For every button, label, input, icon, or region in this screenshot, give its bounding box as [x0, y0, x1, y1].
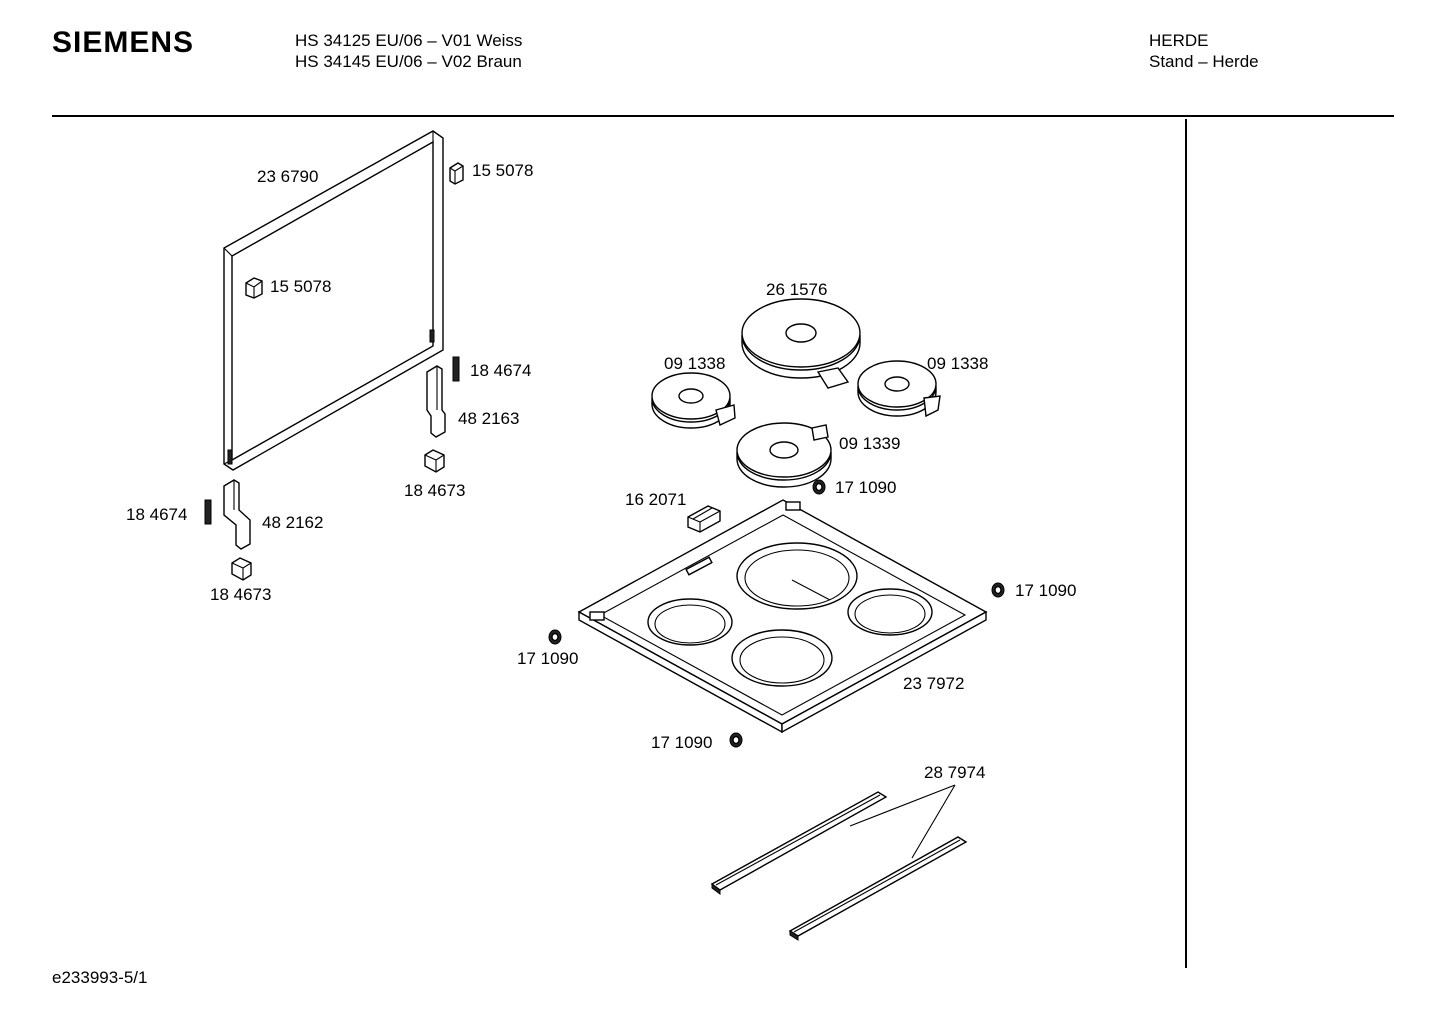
label-part-184673-right: 18 4673 — [404, 481, 466, 500]
rail-leader-lines — [849, 784, 956, 859]
model-line-2: HS 34145 EU/06 – V02 Braun — [295, 52, 522, 71]
label-part-237972: 23 7972 — [903, 674, 965, 693]
category-line-1: HERDE — [1149, 31, 1209, 50]
hotplate-small-left-part — [651, 372, 736, 429]
label-part-171090-bottom: 17 1090 — [651, 733, 713, 752]
label-part-091339: 09 1339 — [839, 434, 901, 453]
label-part-171090-left: 17 1090 — [517, 649, 579, 668]
label-part-162071: 16 2071 — [625, 490, 687, 509]
grommet-part-left — [548, 629, 562, 645]
label-part-171090-top: 17 1090 — [835, 478, 897, 497]
label-part-155078-top: 15 5078 — [472, 161, 534, 180]
grommet-part-right — [991, 582, 1005, 598]
label-part-171090-right: 17 1090 — [1015, 581, 1077, 600]
hotplate-large-part — [741, 298, 861, 389]
connector-part — [687, 505, 721, 533]
label-part-287974: 28 7974 — [924, 763, 986, 782]
clip-part-top — [449, 162, 464, 185]
header-divider — [52, 115, 1394, 117]
label-part-261576: 26 1576 — [766, 280, 828, 299]
hinge-part-right — [424, 356, 460, 473]
cover-frame-part — [223, 130, 444, 471]
grommet-part-bottom — [729, 732, 743, 748]
hotplate-small-right-part — [857, 360, 941, 418]
label-part-236790: 23 6790 — [257, 167, 319, 186]
label-part-482162: 48 2162 — [262, 513, 324, 532]
label-part-091338-right: 09 1338 — [927, 354, 989, 373]
rail-part-lower — [788, 836, 968, 941]
label-part-184674-right: 18 4674 — [470, 361, 532, 380]
grommet-part-top — [812, 479, 826, 495]
hotplate-medium-part — [736, 422, 832, 488]
drawing-id: e233993-5/1 — [52, 968, 148, 987]
side-divider — [1185, 119, 1187, 968]
clip-part-mid — [245, 277, 263, 299]
rail-part-upper — [710, 791, 888, 895]
label-part-091338-left: 09 1338 — [664, 354, 726, 373]
model-line-1: HS 34125 EU/06 – V01 Weiss — [295, 31, 523, 50]
brand-logo: SIEMENS — [52, 26, 195, 59]
hinge-part-left — [204, 479, 252, 581]
label-part-155078-mid: 15 5078 — [270, 277, 332, 296]
label-part-184674-left: 18 4674 — [126, 505, 188, 524]
label-part-184673-left: 18 4673 — [210, 585, 272, 604]
hob-top-part — [577, 499, 988, 734]
label-part-482163: 48 2163 — [458, 409, 520, 428]
category-line-2: Stand – Herde — [1149, 52, 1259, 71]
